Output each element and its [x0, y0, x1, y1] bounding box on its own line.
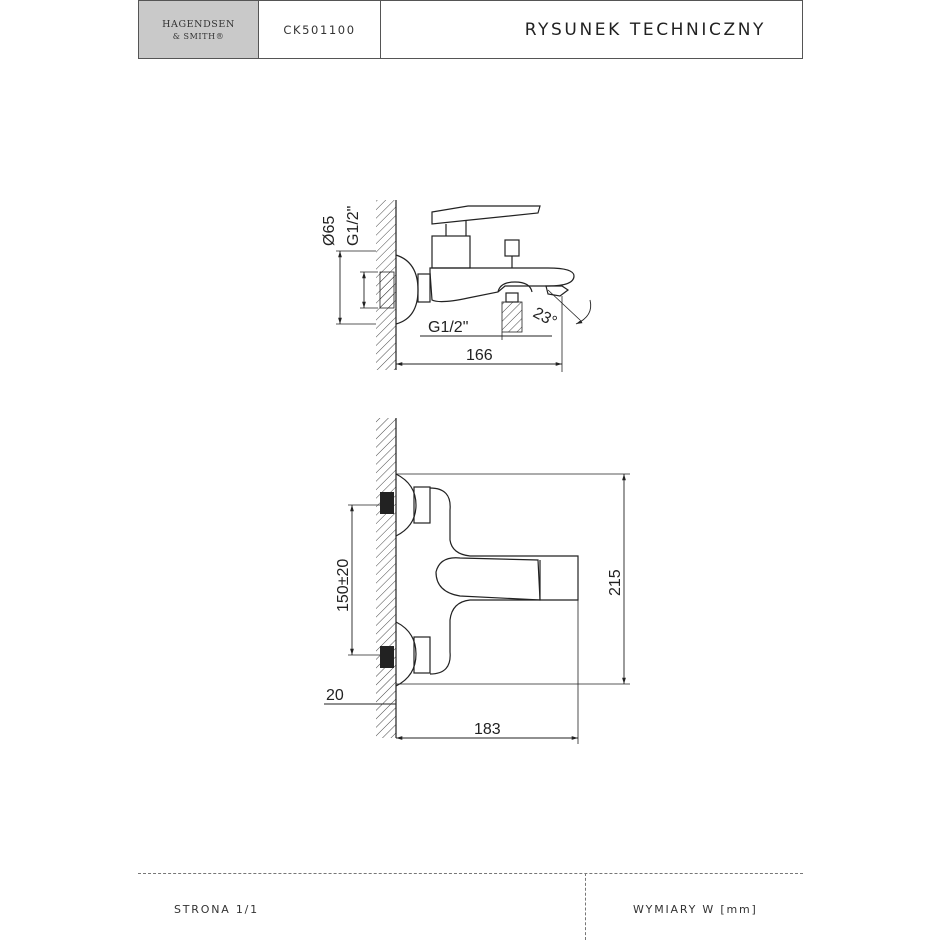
escutcheon-lower — [395, 621, 417, 687]
lever-neck-side — [445, 220, 467, 236]
label-diameter: Ø65 — [321, 216, 338, 246]
title-block: HAGENDSEN & SMITH® CK501100 RYSUNEK TECH… — [138, 0, 803, 59]
label-depth-top: 183 — [474, 721, 501, 738]
top-view — [324, 418, 630, 744]
page-indicator: STRONA 1/1 — [174, 903, 259, 916]
mixer-body-side — [429, 267, 575, 303]
shower-outlet-nut — [505, 292, 519, 303]
lever-handle-top — [435, 557, 541, 601]
brand-name-line1: HAGENDSEN — [162, 18, 235, 30]
units-note: WYMIARY W [mm] — [633, 903, 758, 916]
escutcheon-side — [395, 254, 419, 325]
label-thread-side: G1/2" — [345, 206, 362, 246]
label-depth-side: 166 — [466, 347, 493, 364]
hex-nut-lower — [413, 636, 431, 674]
wall-section-top — [376, 418, 396, 738]
label-thread-shower: G1/2" — [428, 319, 468, 336]
cartridge-housing-side — [431, 235, 471, 269]
brand-logo: HAGENDSEN & SMITH® — [139, 1, 259, 58]
document-title: RYSUNEK TECHNICZNY — [524, 19, 766, 40]
lever-handle-side — [431, 205, 541, 225]
side-view — [336, 200, 592, 372]
mixer-body-top — [429, 487, 579, 675]
label-height: 215 — [607, 569, 624, 596]
shower-outlet-thread — [501, 301, 523, 333]
diverter-knob — [504, 239, 520, 257]
escutcheon-upper — [395, 473, 417, 537]
shower-outlet-dome — [497, 281, 533, 293]
connector-block-upper — [380, 492, 394, 514]
angle-arc — [575, 299, 592, 325]
label-spacing: 150±20 — [335, 559, 352, 612]
spout-axis-line — [547, 289, 581, 321]
label-wall-offset: 20 — [326, 687, 344, 704]
connector-block-lower — [380, 646, 394, 668]
brand-name-line2: & SMITH® — [172, 31, 225, 41]
product-code: CK501100 — [259, 1, 381, 58]
hex-nut-side — [417, 273, 431, 303]
footer-separator — [585, 873, 586, 940]
label-angle: 23° — [530, 305, 559, 331]
wall-connector-thread — [379, 271, 395, 309]
side-view-labels: Ø65 G1/2" G1/2" 23° 166 — [321, 206, 559, 364]
spout-outlet-side — [545, 285, 570, 297]
hex-nut-upper — [413, 486, 431, 524]
top-view-labels: 150±20 215 20 183 — [326, 559, 624, 738]
footer-divider — [138, 873, 803, 874]
